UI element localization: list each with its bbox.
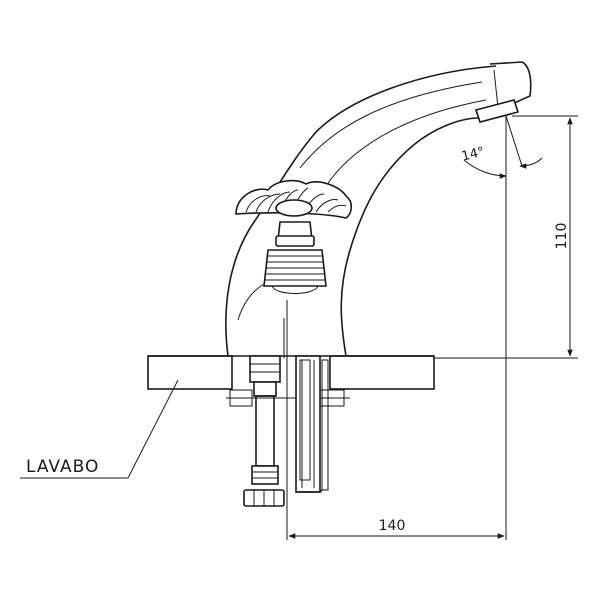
reach-dimension-label: 140 xyxy=(379,518,406,534)
mounting-washers xyxy=(226,389,350,407)
lavabo-callout: LAVABO xyxy=(20,379,179,479)
flex-hose xyxy=(243,355,285,507)
faucet-body xyxy=(225,61,532,358)
valve-cartridge xyxy=(263,249,327,294)
center-axis xyxy=(286,116,507,540)
handle-cap xyxy=(235,179,353,247)
lavabo-label: LAVABO xyxy=(26,457,99,477)
countertop xyxy=(147,355,435,390)
angle-dimension-label: 14° xyxy=(460,145,486,165)
height-dimension-label: 110 xyxy=(554,223,570,250)
angle-dimension: 14° xyxy=(460,115,543,179)
reach-dimension: 140 xyxy=(288,518,505,539)
height-dimension: 110 xyxy=(434,115,578,359)
mounting-rod xyxy=(295,355,329,493)
